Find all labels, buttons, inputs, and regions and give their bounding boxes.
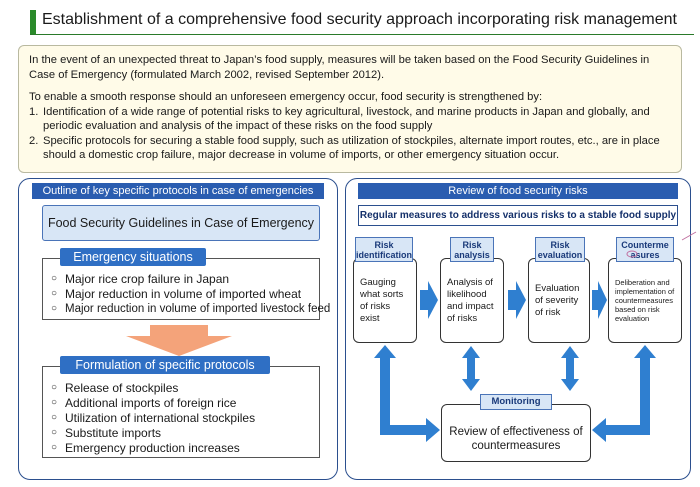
list-item: ○Emergency production increases — [43, 440, 319, 455]
bullet-icon: ○ — [50, 382, 58, 393]
right-arrow-1 — [420, 281, 438, 319]
risk-analysis-tab: Risk analysis — [450, 237, 494, 262]
bullet-icon: ○ — [50, 397, 58, 408]
intro-item-2: 2. Specific protocols for securing a sta… — [29, 134, 671, 163]
risk-analysis-box: Analysis of likelihood and impact of ris… — [440, 258, 504, 343]
intro-item-1: 1. Identification of a wide range of pot… — [29, 105, 671, 134]
guidelines-box: Food Security Guidelines in Case of Emer… — [42, 205, 320, 241]
annotation-circle — [626, 250, 638, 258]
vertical-arrow-analysis — [462, 346, 480, 391]
title-underline — [30, 10, 694, 35]
bullet-icon: ○ — [50, 442, 58, 453]
intro-box: In the event of an unexpected threat to … — [18, 45, 682, 173]
vertical-arrow-evaluation — [561, 346, 579, 391]
list-item: ○Major reduction in volume of imported l… — [43, 301, 330, 316]
list-item: ○Additional imports of foreign rice — [43, 395, 319, 410]
page-title: Establishment of a comprehensive food se… — [42, 11, 677, 28]
intro-item-number: 2. — [29, 134, 39, 147]
bullet-icon: ○ — [50, 273, 58, 284]
regular-measures-box: Regular measures to address various risk… — [358, 205, 678, 226]
list-item: ○Release of stockpiles — [43, 380, 319, 395]
risk-identification-tab: Risk identification — [355, 237, 413, 262]
intro-paragraph-1: In the event of an unexpected threat to … — [29, 54, 650, 81]
left-panel-header: Outline of key specific protocols in cas… — [32, 183, 324, 199]
emergency-situations-tab: Emergency situations — [60, 248, 206, 266]
monitoring-tab: Monitoring — [480, 394, 552, 410]
bullet-icon: ○ — [50, 303, 58, 314]
intro-item-text: Identification of a wide range of potent… — [43, 105, 650, 133]
intro-item-number: 1. — [29, 105, 39, 118]
intro-paragraph-2: To enable a smooth response should an un… — [29, 91, 543, 103]
right-arrow-3 — [592, 281, 607, 319]
countermeasures-tab: Counterme asures — [616, 237, 674, 262]
right-panel-header: Review of food security risks — [358, 183, 678, 199]
bullet-icon: ○ — [50, 412, 58, 423]
risk-evaluation-tab: Risk evaluation — [535, 237, 585, 262]
risk-evaluation-box: Evaluation of severity of risk — [528, 258, 590, 343]
list-item: ○Substitute imports — [43, 425, 319, 440]
right-arrow-2 — [508, 281, 526, 319]
countermeasures-box: Deliberation and implementation of count… — [608, 258, 682, 343]
l-arrow-right — [592, 345, 656, 442]
title-accent-bar — [30, 10, 36, 34]
protocols-list: ○Release of stockpiles ○Additional impor… — [42, 366, 320, 458]
l-arrow-left — [374, 345, 440, 442]
orange-down-arrow — [126, 325, 232, 356]
formulation-protocols-tab: Formulation of specific protocols — [60, 356, 270, 374]
bullet-icon: ○ — [50, 427, 58, 438]
bullet-icon: ○ — [50, 288, 58, 299]
list-item: ○Utilization of international stockpiles — [43, 410, 319, 425]
risk-identification-box: Gauging what sorts of risks exist — [353, 258, 417, 343]
list-item: ○Major reduction in volume of imported w… — [43, 286, 319, 301]
emergency-list: ○Major rice crop failure in Japan ○Major… — [42, 258, 330, 320]
list-item: ○Major rice crop failure in Japan — [43, 271, 319, 286]
intro-item-text: Specific protocols for securing a stable… — [43, 134, 660, 162]
annotation-line — [681, 231, 697, 241]
